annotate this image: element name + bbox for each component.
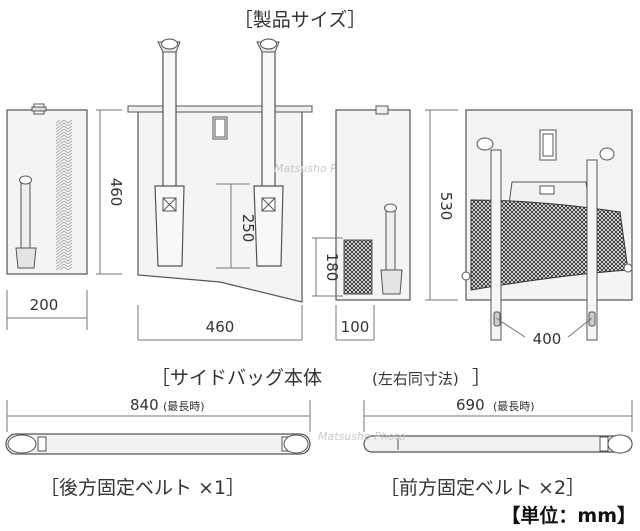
front-belt-length-note: (最長時) [493,400,535,413]
bag-expanded-view [461,109,633,341]
bag-caption-close: ］ [472,367,491,389]
dim-main-inner-height-label: 250 [239,214,257,243]
bag-side-view [335,105,411,301]
dim-left-width: 200 [6,290,88,330]
dim-side-pocket-height: 180 [312,237,343,297]
front-belt: Matsusho Photo [318,430,633,454]
dim-right-height: 530 [425,109,458,301]
dim-left-height: 460 [96,109,125,275]
dim-right-width: 400 [495,317,593,348]
dim-main-inner-height: 250 [216,183,257,269]
unit-label: 【単位：mm】 [501,504,636,527]
bag-front-view: Matsusho Photo [127,38,362,303]
dim-side-depth-label: 100 [341,318,370,336]
bag-caption: ［サイドバッグ本体 (左右同寸法) ］ [151,367,491,389]
dim-main-width-label: 460 [206,318,235,336]
dim-left-height-label: 460 [107,178,125,207]
dim-right-width-label: 400 [533,330,562,348]
bag-back-view [6,103,88,275]
dim-right-height-label: 530 [437,192,455,221]
page-title: ［製品サイズ］ [234,9,366,31]
watermark-belt: Matsusho Photo [318,430,406,443]
front-belt-dimension: 690 (最長時) [363,396,633,432]
bag-caption-note: (左右同寸法) [372,370,459,388]
rear-belt-length: 840 [130,396,159,414]
bag-caption-main: ［サイドバッグ本体 [151,367,322,389]
dim-left-width-label: 200 [30,296,59,314]
rear-belt-dimension: 840 (最長時) [6,396,311,432]
dim-main-width: 460 [137,305,303,341]
rear-belt-length-note: (最長時) [163,400,205,413]
front-belt-length: 690 [456,396,485,414]
front-belt-caption: ［前方固定ベルト ×2］ [380,477,585,499]
rear-belt [5,433,311,455]
dim-side-depth: 100 [335,305,375,341]
dim-side-pocket-height-label: 180 [323,253,341,282]
rear-belt-caption: ［後方固定ベルト ×1］ [40,477,245,499]
